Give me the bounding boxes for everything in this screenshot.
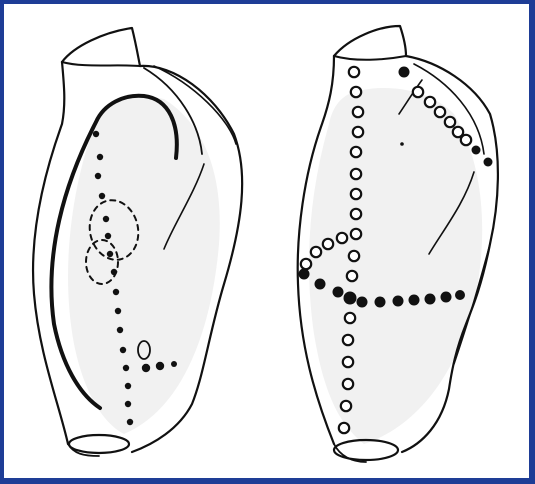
figure-svg [4,4,529,478]
left-bottom-opening [69,435,129,453]
right-organ-shading [309,88,482,444]
right-neck-outline [334,26,406,56]
left-organ-shading [68,97,220,434]
left-neck-outline [62,28,140,66]
figure-canvas [4,4,529,478]
left-outer-outline [33,62,68,444]
left-stomach-sketch [33,28,242,456]
